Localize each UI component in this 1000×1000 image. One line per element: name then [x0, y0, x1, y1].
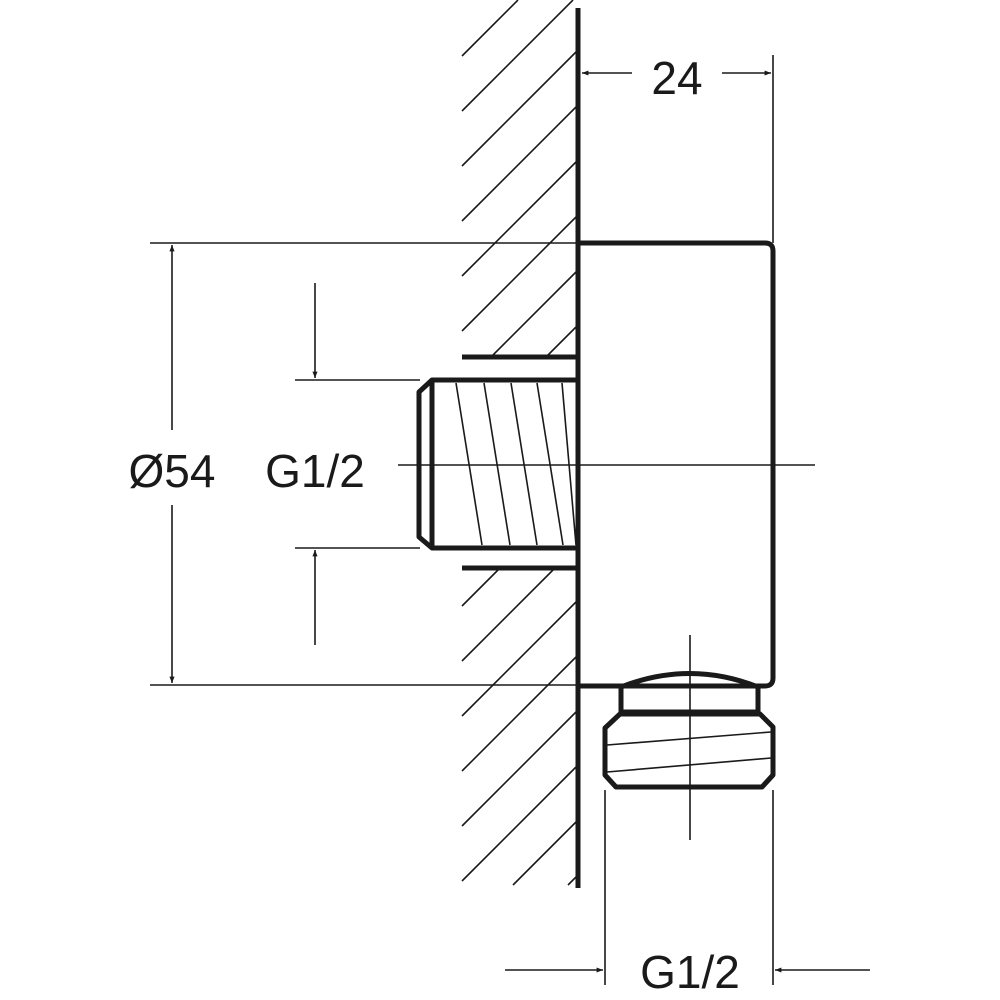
hatch-line — [461, 709, 579, 827]
thread-line — [510, 382, 538, 546]
hatch-line — [461, 0, 519, 57]
hatch-line — [512, 819, 579, 886]
hatch-line — [461, 764, 579, 882]
outlet-nut — [602, 711, 776, 790]
hatch-line — [461, 159, 579, 277]
outlet-collar — [618, 671, 761, 715]
diameter-dimension-label: Ø54 — [129, 445, 216, 497]
hatch-line — [461, 654, 579, 772]
hatch-line — [461, 214, 579, 332]
wall-hatching — [461, 0, 579, 886]
hatch-line — [461, 49, 579, 167]
hatch-line — [490, 269, 579, 358]
thread-line — [561, 382, 577, 546]
thread-line — [483, 382, 511, 546]
hatch-line — [461, 104, 579, 222]
hatch-line — [461, 599, 579, 717]
hatch-line — [461, 0, 574, 112]
hatch-line — [545, 324, 579, 358]
inlet-thread-lines — [455, 382, 577, 546]
thread-line — [455, 382, 483, 546]
hatch-line — [461, 567, 501, 607]
depth-dimension-label: 24 — [651, 52, 702, 104]
hatch-line — [461, 567, 556, 662]
outlet-thread-line — [606, 731, 772, 746]
thread-line — [536, 382, 564, 546]
outlet-thread-label: G1/2 — [640, 946, 740, 998]
inlet-thread-pipe — [416, 377, 578, 551]
inlet-thread-label: G1/2 — [265, 445, 365, 497]
outlet-thread-line — [606, 757, 772, 773]
